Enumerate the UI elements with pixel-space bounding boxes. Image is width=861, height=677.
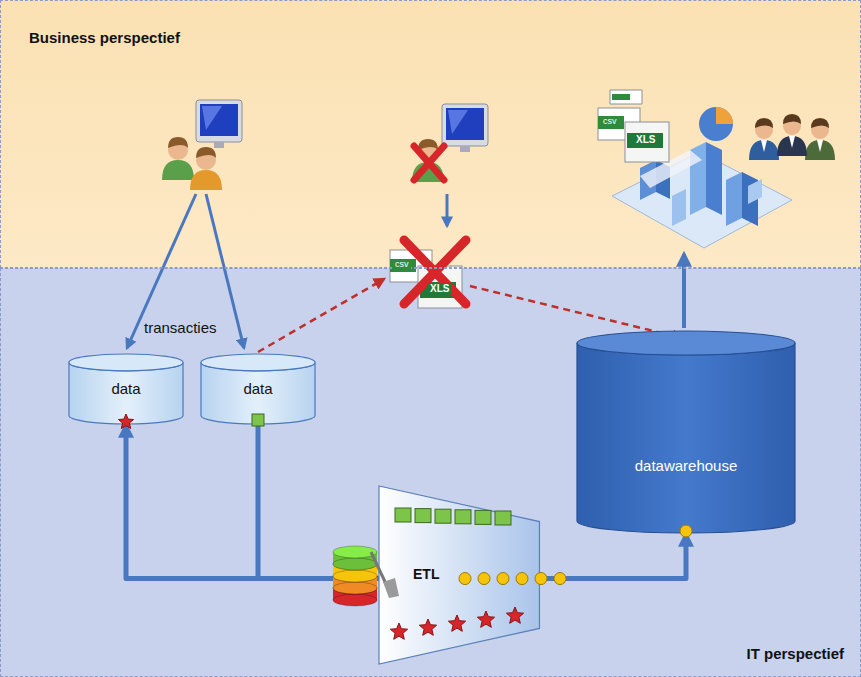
- record-square: [395, 508, 411, 522]
- record-dot: [497, 573, 509, 585]
- dashboard-illustration: [748, 179, 762, 204]
- record-markers: [680, 525, 692, 537]
- file-type-label: XLS: [428, 283, 451, 294]
- dashboard-illustration: [706, 142, 722, 215]
- dashboard-illustration: [598, 90, 792, 248]
- text-box: data: [69, 380, 183, 397]
- dashboard-illustration: [598, 116, 624, 129]
- blocked-user: [412, 139, 444, 182]
- record-square: [475, 510, 491, 524]
- record-star: [448, 615, 465, 631]
- node-label: datawarehouse: [577, 457, 795, 474]
- cylinder-top: [577, 331, 795, 355]
- business-users: [805, 118, 835, 160]
- record-dot: [535, 573, 547, 585]
- blocked-user: [442, 104, 488, 152]
- blocked-user: [414, 146, 444, 180]
- data-flow-line: [126, 425, 379, 579]
- report-arrow: [682, 254, 686, 328]
- text-box: data: [201, 380, 315, 397]
- file-type-label: csv: [393, 260, 411, 270]
- record-markers: [118, 414, 133, 429]
- data-flow-line: [258, 424, 379, 579]
- record-star: [419, 619, 436, 635]
- database-cylinder: data: [201, 354, 315, 424]
- cylinder-top: [201, 354, 315, 371]
- blocked-spreadsheet-icon: [404, 240, 466, 304]
- dashboard-illustration: [726, 172, 742, 226]
- dashboard-illustration: [627, 133, 663, 148]
- dashboard-illustration: [612, 94, 630, 100]
- blocked-spreadsheet-icon: [390, 259, 416, 272]
- dashboard-illustration: [625, 122, 669, 162]
- record-square: [252, 414, 264, 426]
- text-box: datawarehouse: [577, 457, 795, 474]
- data-flow-line: [539, 534, 686, 579]
- record-square: [455, 510, 471, 524]
- record-dot: [554, 573, 566, 585]
- record-markers: [252, 414, 264, 426]
- text-box: IT perspectief: [746, 645, 844, 662]
- business-users: [749, 114, 835, 160]
- record-markers: [333, 508, 566, 639]
- database-cleaning-icon: [333, 546, 399, 606]
- it-band-fill: [0, 268, 861, 677]
- manual-export-dashed-arrows: [470, 286, 682, 338]
- file-type-label: XLS: [634, 134, 657, 145]
- band-title: Business perspectief: [29, 29, 180, 46]
- business-users: [749, 118, 779, 160]
- record-dot: [516, 573, 528, 585]
- blocked-spreadsheet-icon: [390, 240, 466, 308]
- business-band-fill: [0, 0, 861, 268]
- users-at-computer: [162, 137, 194, 180]
- record-star: [506, 607, 523, 623]
- record-star: [477, 611, 494, 627]
- users-at-computer: [196, 100, 242, 148]
- perspective-band: data dataETL datawarehouse IT perspectief: [0, 268, 861, 677]
- users-at-computer: [190, 147, 222, 190]
- trapezoid-body: [379, 486, 539, 664]
- record-star: [390, 623, 407, 639]
- band-title: IT perspectief: [746, 645, 844, 662]
- file-type-label: csv: [601, 117, 619, 127]
- users-at-computer: [162, 100, 242, 190]
- transaction-arrows: [127, 194, 244, 348]
- dashboard-illustration: [672, 189, 686, 226]
- record-dot: [680, 525, 692, 537]
- text-box: Business perspectief: [29, 29, 180, 46]
- flow-label: transacties: [142, 320, 219, 337]
- blocked-user: [446, 194, 449, 226]
- cylinder-body: [577, 343, 795, 533]
- node-label: data: [69, 380, 183, 397]
- node-label: ETL: [413, 566, 439, 582]
- record-square: [415, 509, 431, 523]
- record-dot: [478, 573, 490, 585]
- etl-trapezoid: ETL: [379, 486, 539, 664]
- cylinder-outline: [577, 331, 795, 533]
- perspective-band: Business perspectief: [0, 0, 861, 268]
- blocked-user: [412, 104, 488, 226]
- trapezoid-outline: [379, 486, 539, 664]
- record-square: [495, 511, 511, 525]
- dashboard-illustration: [699, 107, 733, 141]
- node-label: data: [201, 380, 315, 397]
- text-box: ETL: [413, 566, 439, 582]
- record-square: [435, 509, 451, 523]
- record-dot: [459, 573, 471, 585]
- record-star: [118, 414, 133, 429]
- business-users: [777, 114, 807, 156]
- database-cylinder: datawarehouse: [577, 331, 795, 533]
- manual-export-dashed-arrows: [258, 279, 384, 352]
- database-cylinder: data: [69, 354, 183, 424]
- cylinder-top: [69, 354, 183, 371]
- dashboard-illustration: [716, 107, 733, 124]
- dashboard-illustration: [610, 90, 642, 104]
